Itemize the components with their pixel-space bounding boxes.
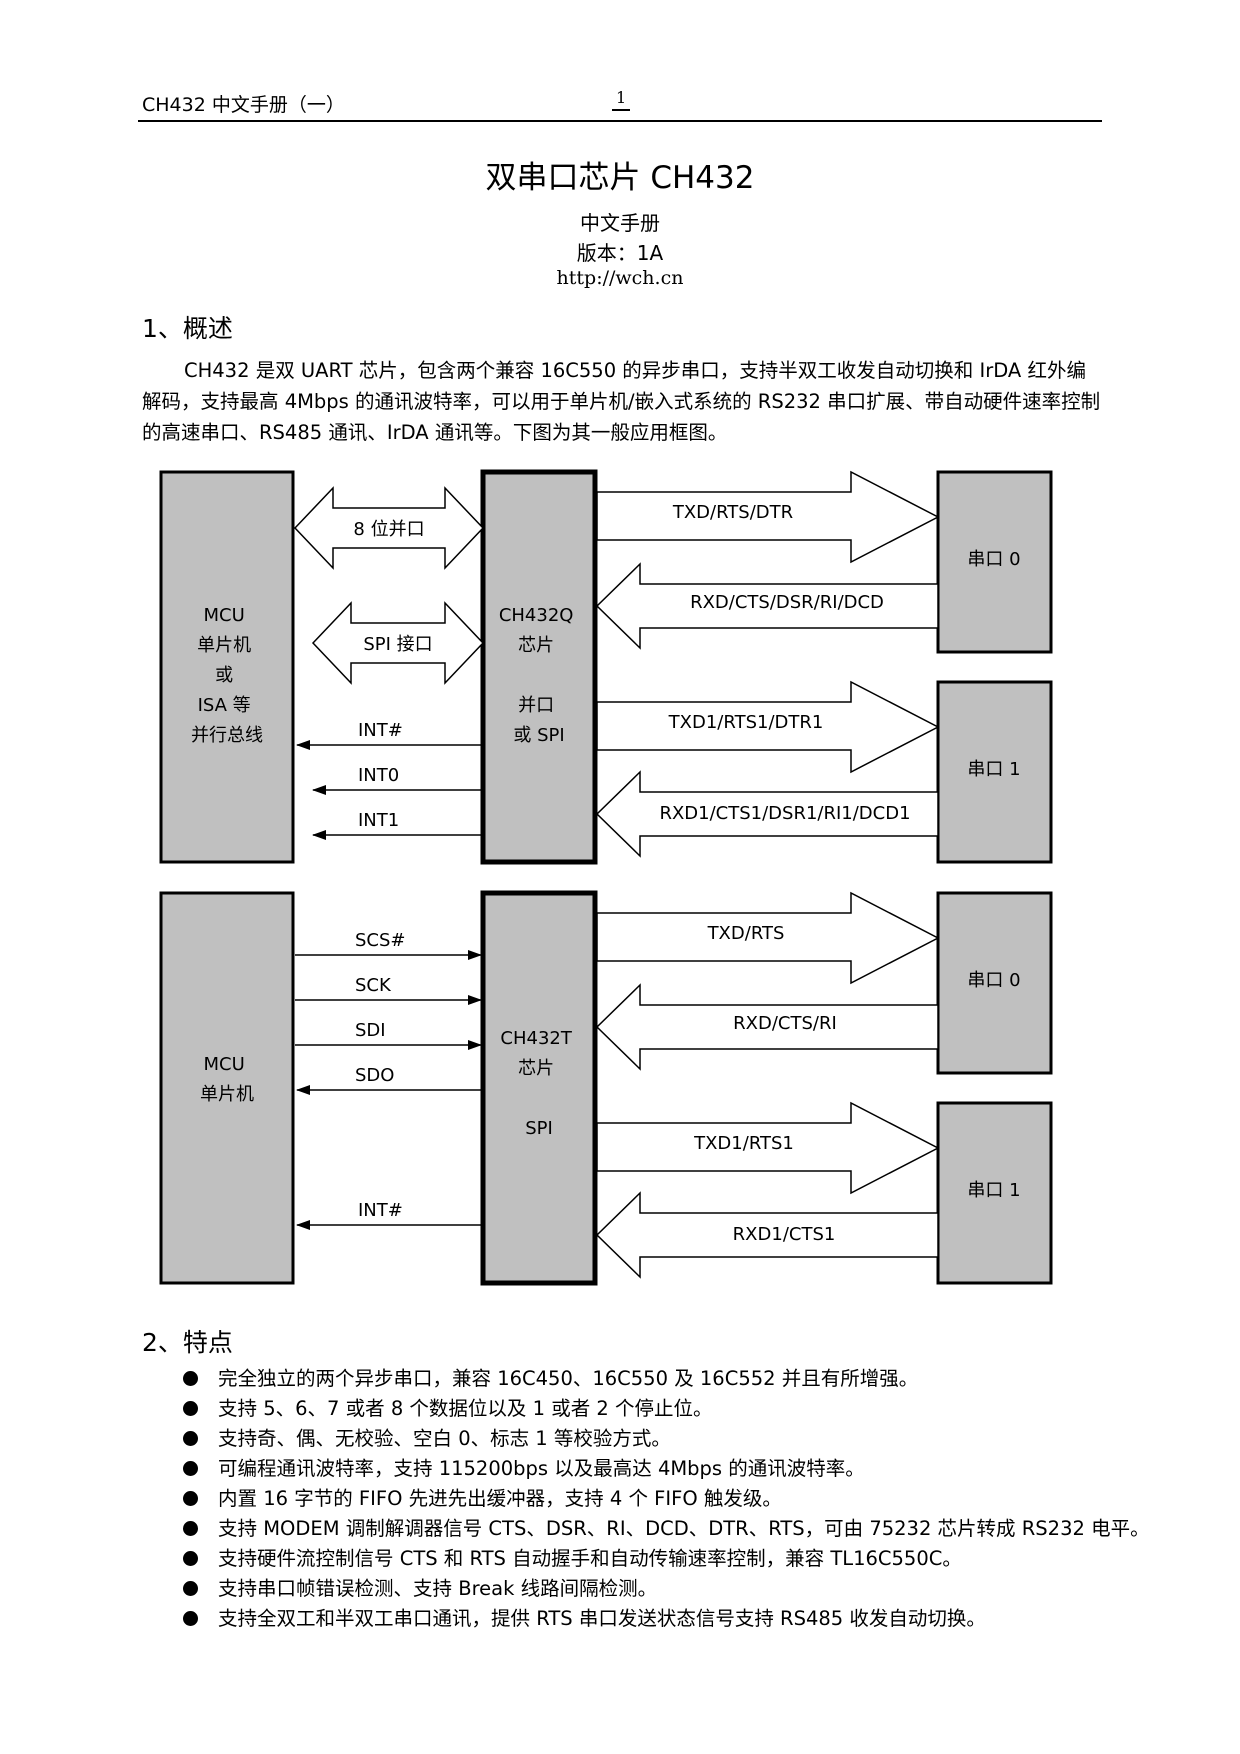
list-item: 可编程通讯波特率，支持 115200bps 以及最高达 4Mbps 的通讯波特率… (142, 1454, 1102, 1484)
d2-chip-label: CH432T 芯片 SPI (500, 1028, 577, 1139)
d2-sdo-label: SDO (355, 1065, 394, 1086)
list-item: 支持全双工和半双工串口通讯，提供 RTS 串口发送状态信号支持 RS485 收发… (142, 1604, 1102, 1634)
header-rule (138, 120, 1102, 122)
d2-port0-rx-arrow (595, 983, 939, 1071)
list-item: 支持奇、偶、无校验、空白 0、标志 1 等校验方式。 (142, 1424, 1102, 1454)
page-number: 1 (612, 88, 631, 111)
block-diagrams: MCU 单片机 或 ISA 等 并行总线 CH432Q 芯片 并口 或 SPI … (159, 469, 1053, 1286)
d1-port1-rx-label: RXD1/CTS1/DSR1/RI1/DCD1 (659, 803, 910, 824)
list-item: 完全独立的两个异步串口，兼容 16C450、16C550 及 16C552 并且… (142, 1364, 1102, 1394)
header-title: CH432 中文手册（一） (142, 94, 345, 116)
overview-paragraph: CH432 是双 UART 芯片，包含两个兼容 16C550 的异步串口，支持半… (142, 355, 1102, 448)
list-item: 支持串口帧错误检测、支持 Break 线路间隔检测。 (142, 1574, 1102, 1604)
d2-chip-box (480, 890, 598, 1286)
bullet-icon (183, 1401, 198, 1416)
d1-int1-label: INT1 (358, 810, 399, 831)
d1-port0-tx-arrow (596, 470, 940, 564)
d2-sdi-label: SDI (355, 1020, 386, 1041)
feature-list: 完全独立的两个异步串口，兼容 16C450、16C550 及 16C552 并且… (142, 1364, 1150, 1634)
section-heading-overview: 1、概述 (142, 314, 233, 343)
d1-mcu-label: MCU 单片机 或 ISA 等 并行总线 (191, 605, 263, 746)
d2-sck-label: SCK (355, 975, 392, 996)
d2-port0-label: 串口 0 (967, 970, 1020, 991)
d2-port1-rx-arrow (595, 1191, 939, 1279)
d1-port0-box (936, 470, 1053, 654)
d2-port1-rx-label: RXD1/CTS1 (733, 1224, 836, 1245)
overview-text: CH432 是双 UART 芯片，包含两个兼容 16C550 的异步串口，支持半… (142, 359, 1101, 444)
d1-chip-box (480, 469, 598, 865)
d2-port1-label: 串口 1 (967, 1180, 1020, 1201)
d1-port1-label: 串口 1 (967, 759, 1020, 780)
bullet-icon (183, 1491, 198, 1506)
document-title: 双串口芯片 CH432 (485, 160, 755, 196)
d1-port0-tx-label: TXD/RTS/DTR (672, 502, 793, 523)
d1-spi-bus-label: SPI 接口 (363, 634, 432, 655)
d1-spi-bus-arrow (311, 601, 485, 685)
d1-port0-rx-arrow (595, 562, 939, 650)
diagram-2: MCU 单片机 CH432T 芯片 SPI 串口 0 串口 1 SCS# SCK… (159, 890, 1053, 1286)
bullet-icon (183, 1371, 198, 1386)
d2-port0-tx-arrow (596, 891, 940, 985)
bullet-icon (183, 1581, 198, 1596)
d2-port1-tx-label: TXD1/RTS1 (693, 1133, 794, 1154)
d2-mcu-box (159, 891, 295, 1285)
bullet-icon (183, 1431, 198, 1446)
d1-port0-rx-label: RXD/CTS/DSR/RI/DCD (690, 592, 884, 613)
section-heading-features: 2、特点 (142, 1328, 233, 1357)
d2-port1-tx-arrow (596, 1101, 940, 1195)
d2-scs-label: SCS# (355, 930, 406, 951)
d1-port1-box (936, 680, 1053, 864)
d1-port0-label: 串口 0 (967, 549, 1020, 570)
d1-port1-tx-label: TXD1/RTS1/DTR1 (668, 712, 824, 733)
bullet-icon (183, 1521, 198, 1536)
document-version: 版本：1A (576, 241, 664, 265)
d2-port1-box (936, 1101, 1053, 1285)
list-item: 内置 16 字节的 FIFO 先进先出缓冲器，支持 4 个 FIFO 触发级。 (142, 1484, 1102, 1514)
bullet-icon (183, 1551, 198, 1566)
diagram-1: MCU 单片机 或 ISA 等 并行总线 CH432Q 芯片 并口 或 SPI … (159, 469, 1053, 865)
d2-mcu-label: MCU 单片机 (200, 1054, 254, 1105)
list-item: 支持 5、6、7 或者 8 个数据位以及 1 或者 2 个停止位。 (142, 1394, 1102, 1424)
list-item: 支持硬件流控制信号 CTS 和 RTS 自动握手和自动传输速率控制，兼容 TL1… (142, 1544, 1102, 1574)
d1-parallel-bus-label: 8 位并口 (353, 519, 424, 540)
document-url[interactable]: http://wch.cn (556, 267, 684, 289)
d1-chip-label: CH432Q 芯片 并口 或 SPI (499, 605, 579, 746)
bullet-icon (183, 1611, 198, 1626)
d1-parallel-bus-arrow (293, 486, 485, 570)
d2-port0-tx-label: TXD/RTS (707, 923, 785, 944)
d1-port1-rx-arrow (595, 770, 939, 858)
d2-int-label: INT# (358, 1200, 403, 1221)
d2-port0-box (936, 891, 1053, 1075)
d1-int0-label: INT0 (358, 765, 399, 786)
list-item: 支持 MODEM 调制解调器信号 CTS、DSR、RI、DCD、DTR、RTS，… (142, 1514, 1150, 1544)
bullet-icon (183, 1461, 198, 1476)
d1-port1-tx-arrow (596, 680, 940, 774)
document-subtitle: 中文手册 (580, 211, 660, 235)
d1-mcu-box (159, 470, 295, 864)
d1-int-hash-label: INT# (358, 720, 403, 741)
d2-port0-rx-label: RXD/CTS/RI (733, 1013, 837, 1034)
